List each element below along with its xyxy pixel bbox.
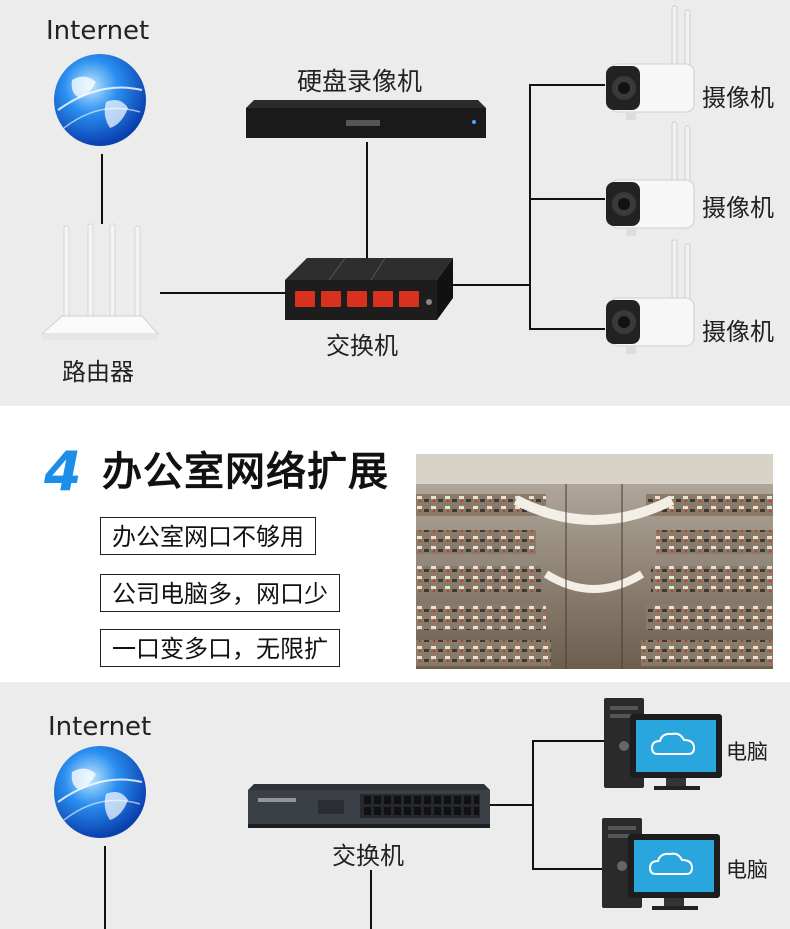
nvr-label: 硬盘录像机 xyxy=(297,67,423,96)
feature-item: 公司电脑多，网口少 xyxy=(100,574,340,612)
globe-icon xyxy=(54,746,146,838)
camera-icon xyxy=(606,5,695,120)
internet-router-link xyxy=(101,154,103,224)
camera-branch-1 xyxy=(529,84,605,86)
pc-branch-2 xyxy=(532,868,606,870)
computer-label-1: 电脑 xyxy=(726,740,768,764)
globe-icon xyxy=(54,54,146,146)
camera-label-2: 摄像机 xyxy=(702,194,774,222)
switch-pc-link xyxy=(490,804,534,806)
camera-icon xyxy=(606,239,695,354)
computer-label-2: 电脑 xyxy=(726,858,768,882)
pc-branch-1 xyxy=(532,740,606,742)
nvr-switch-link xyxy=(366,142,368,260)
camera-label-1: 摄像机 xyxy=(702,84,774,112)
camera-trunk-line xyxy=(529,84,531,330)
feature-item: 一口变多口，无限扩 xyxy=(100,629,340,667)
router-label: 路由器 xyxy=(62,358,134,386)
router-icon xyxy=(40,223,160,340)
camera-label-3: 摄像机 xyxy=(702,318,774,346)
switch-down-link xyxy=(370,870,372,929)
office-photo xyxy=(416,454,773,669)
switch-label: 交换机 xyxy=(332,842,404,870)
switch-icon xyxy=(248,784,490,828)
pc-trunk-line xyxy=(532,740,534,870)
router-switch-link xyxy=(160,292,286,294)
camera-icon xyxy=(606,121,695,236)
switch-label: 交换机 xyxy=(326,332,398,360)
section-title: 办公室网络扩展 xyxy=(102,449,389,495)
computer-icon xyxy=(602,818,720,910)
switch-camera-link xyxy=(453,284,531,286)
internet-label: Internet xyxy=(48,712,152,742)
feature-item: 办公室网口不够用 xyxy=(100,517,316,555)
camera-branch-2 xyxy=(529,198,605,200)
internet-label: Internet xyxy=(46,16,150,46)
computer-icon xyxy=(604,698,722,790)
section-number: 4 xyxy=(44,440,82,503)
nvr-icon xyxy=(246,100,486,138)
switch-icon xyxy=(285,257,453,320)
internet-down-link xyxy=(104,846,106,929)
camera-branch-3 xyxy=(529,328,605,330)
